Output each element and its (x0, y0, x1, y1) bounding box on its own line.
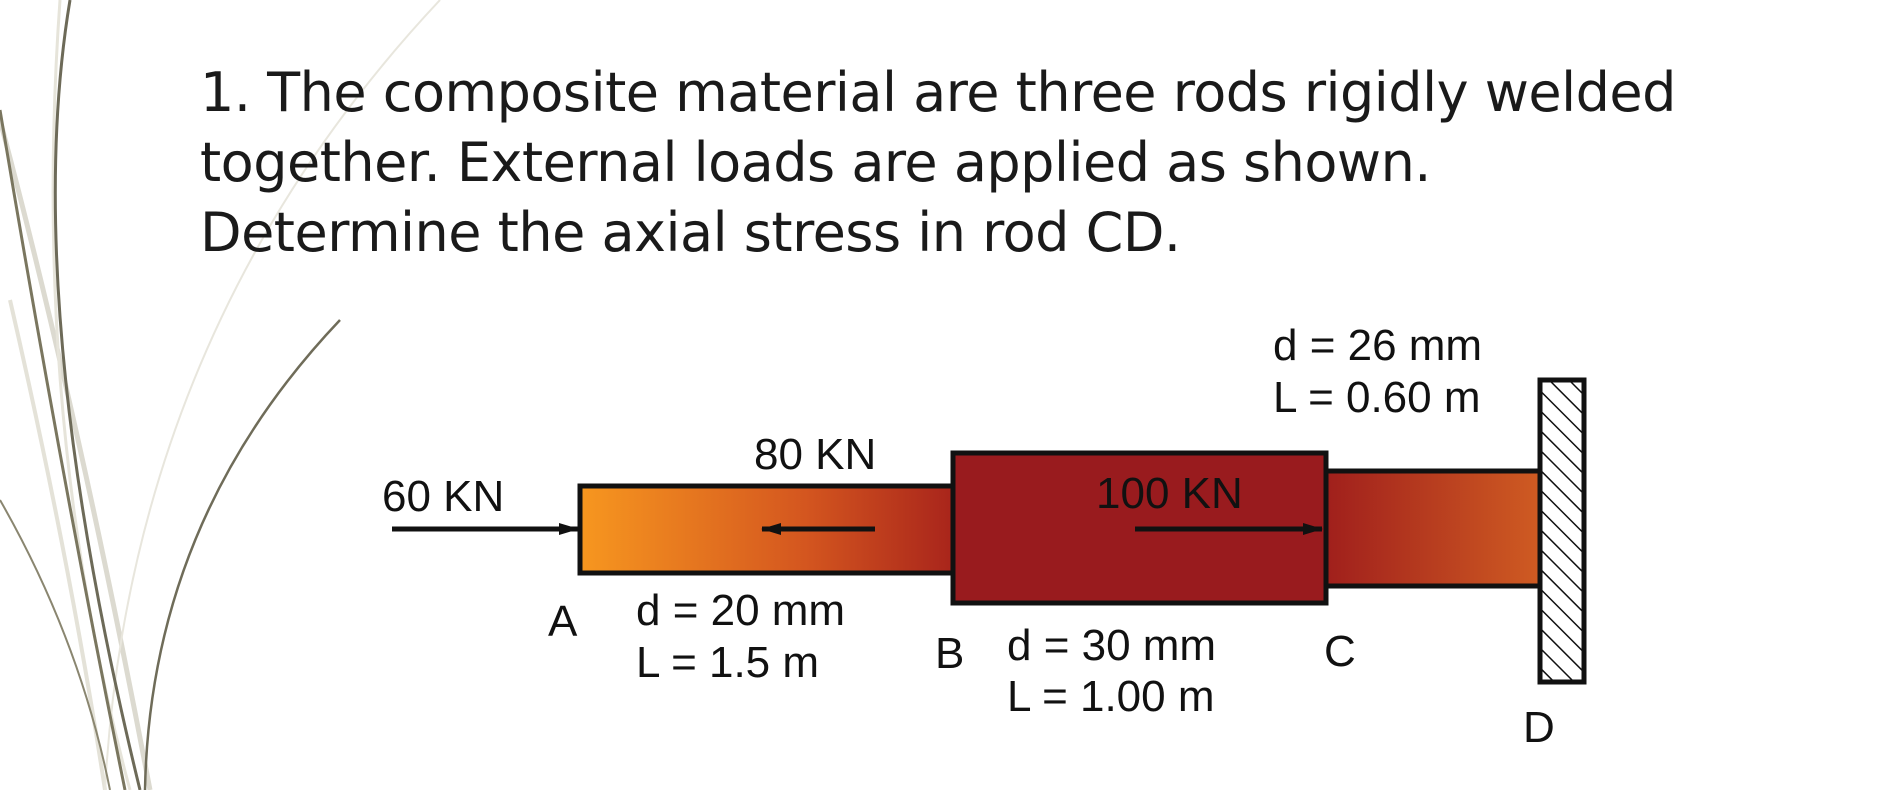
point-label-b: B (935, 629, 964, 678)
question-line: 1. The composite material are three rods… (200, 61, 1676, 124)
decor-curve-dark-2 (0, 109, 127, 790)
decor-curve-dark-3 (143, 319, 341, 790)
point-label-d: D (1523, 703, 1555, 752)
rod-cd-length: L = 0.60 m (1273, 373, 1481, 422)
point-label-c: C (1324, 627, 1356, 676)
point-label-a: A (548, 597, 578, 646)
rod-bc-length: L = 1.00 m (1007, 672, 1215, 721)
question-text: 1. The composite material are three rods… (200, 58, 1840, 268)
rod-cd-diameter: d = 26 mm (1273, 321, 1482, 370)
decor-curve-dark-1 (53, 0, 142, 790)
question-line: Determine the axial stress in rod CD. (200, 201, 1181, 264)
rod-ab-length: L = 1.5 m (636, 638, 819, 687)
decor-curve-light-1 (0, 119, 153, 790)
wall-support (1537, 377, 1587, 685)
rod-cd (1325, 471, 1540, 586)
question-line: together. External loads are applied as … (200, 131, 1431, 194)
decor-curve-dark-4 (0, 499, 111, 790)
load-label-60kn: 60 KN (382, 472, 504, 521)
rod-bc-diameter: d = 30 mm (1007, 621, 1216, 670)
rod-ab-diameter: d = 20 mm (636, 586, 845, 635)
load-label-100kn: 100 KN (1096, 469, 1243, 518)
load-label-80kn: 80 KN (754, 430, 876, 479)
decor-curve-light-3 (104, 0, 441, 790)
